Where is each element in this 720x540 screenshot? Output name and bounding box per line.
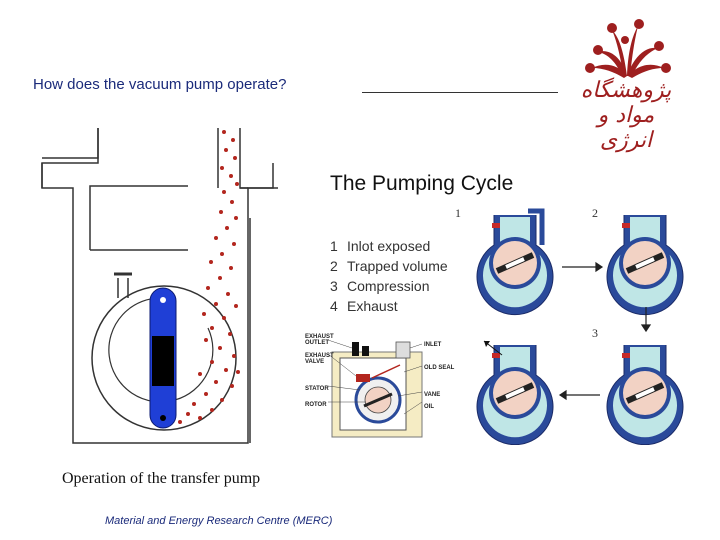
stage-number: 2 [592,206,598,220]
title-underline [362,92,558,93]
pumping-stages [470,208,710,445]
cycle-step-label: Compression [347,278,430,294]
pump-schematic [327,339,423,438]
pumping-cycle-title: The Pumping Cycle [330,172,514,195]
cycle-step-number: 4 [330,298,338,314]
label-stator: STATOR [305,386,329,392]
label-oil-seal: OLD SEAL [424,365,455,371]
cycle-step-label: Exhaust [347,298,398,314]
footer-credit: Material and Energy Research Centre (MER… [105,515,333,527]
label-inlet: INLET [424,342,442,348]
cycle-step: 4 Exhaust [330,298,398,314]
cycle-step-number: 2 [330,258,338,274]
cycle-step: 3 Compression [330,278,429,294]
stage-2 [607,215,683,315]
label-vane: VANE [424,392,441,398]
cycle-step-number: 1 [330,238,338,254]
cycle-step: 1 Inlot exposed [330,238,430,254]
stage-3 [607,345,683,445]
stage-4 [477,340,553,445]
cycle-step: 2 Trapped volume [330,258,448,274]
label-rotor: ROTOR [305,402,327,408]
gas-particles [178,130,240,424]
slide-title: How does the vacuum pump operate? [33,76,287,93]
merc-logo [585,19,671,78]
stage-number: 1 [455,206,461,220]
cycle-step-label: Inlot exposed [347,238,431,254]
transfer-pump-caption: Operation of the transfer pump [62,470,261,487]
transfer-pump-diagram [41,128,278,444]
stage-number: 3 [592,326,598,340]
cycle-step-label: Trapped volume [347,258,448,274]
cycle-step-number: 3 [330,278,338,294]
logo-text: پژوهشگاه مواد و انرژی [580,78,673,153]
label-oil: OIL [424,404,434,410]
stage-1 [477,208,553,315]
